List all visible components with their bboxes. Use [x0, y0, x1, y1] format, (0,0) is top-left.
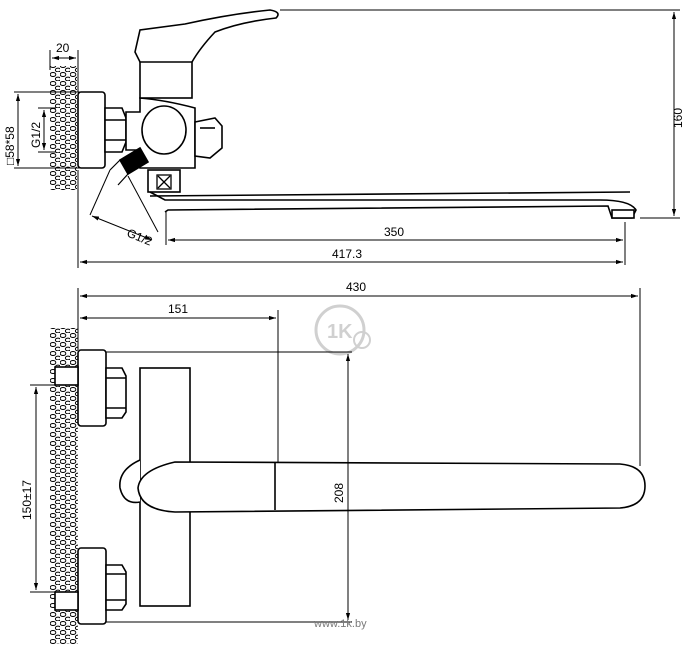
nut	[104, 107, 127, 153]
side-view	[14, 9, 680, 268]
lever-handle	[134, 9, 279, 63]
upper-nut	[105, 367, 127, 419]
spout-top	[137, 461, 646, 513]
handle-profile	[119, 459, 141, 504]
upper-flange	[77, 349, 107, 427]
svg-text:1K: 1K	[327, 321, 353, 343]
dim-centre-distance: 150±17	[20, 480, 34, 520]
dim-thread-inlet: G1/2	[125, 226, 155, 249]
wall-hatch-top	[50, 66, 77, 190]
dim-thread-top: G1/2	[29, 122, 43, 148]
spout-base	[147, 169, 181, 193]
watermark-site: www.1k.by	[313, 618, 367, 630]
dim-wall-thickness: 20	[56, 41, 70, 55]
upper-column	[139, 59, 193, 99]
top-view	[30, 288, 646, 644]
dim-height: 160	[671, 108, 685, 128]
dim-flange-square: □58*58	[3, 126, 17, 165]
dim-spout-width: 208	[332, 483, 346, 503]
lower-nut	[105, 564, 127, 611]
dim-spout-reach: 350	[384, 225, 404, 239]
diverter-button	[194, 117, 223, 159]
dim-total-reach-side: 417.3	[332, 247, 362, 261]
dim-body-offset: 151	[168, 302, 188, 316]
wall-flange	[77, 91, 106, 169]
watermark-logo: 1K	[314, 304, 371, 356]
dim-total-length: 430	[346, 280, 366, 294]
lower-flange	[77, 547, 107, 625]
inlet-connector	[118, 146, 150, 176]
